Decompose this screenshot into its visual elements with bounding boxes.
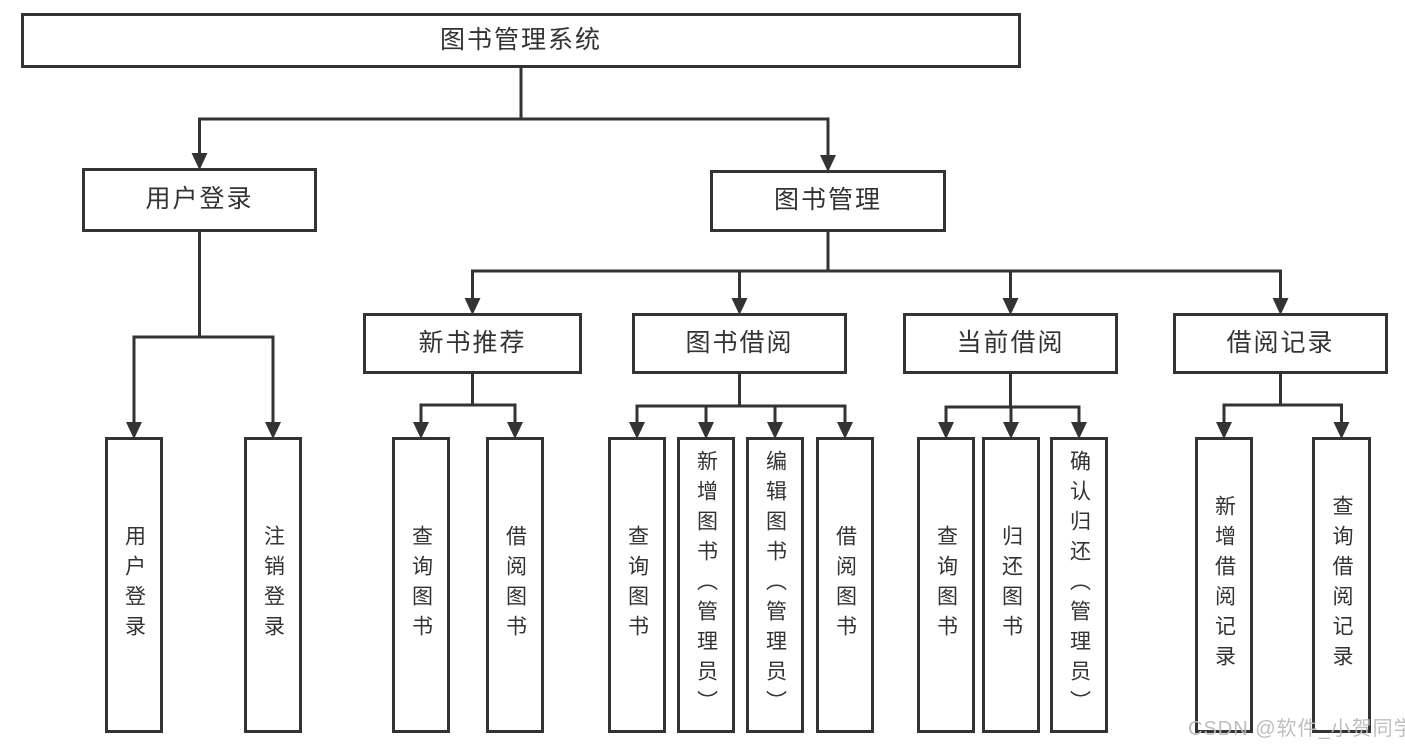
node-bb-edit-label: 编辑图书（管理员） [763,450,787,720]
connector-borrow-records [1216,372,1350,439]
node-nb-borrow-label: 借阅图书 [503,525,527,645]
node-root: 图书管理系统 [21,13,1021,68]
connector-user-login [126,230,281,439]
connector-line [419,372,517,424]
node-borrow-records: 借阅记录 [1173,313,1388,374]
connector-book-borrow [629,372,853,439]
node-book-borrow-label: 图书借阅 [685,328,794,357]
node-root-label: 图书管理系统 [439,25,602,54]
node-ul-login-label: 用户登录 [122,525,146,645]
connector-current-borrow [938,372,1087,439]
connector-book-mgmt [464,230,1289,315]
node-cb-confirm-label: 确认归还（管理员） [1067,450,1091,720]
connector-line [1222,372,1343,424]
node-book-borrow: 图书借阅 [632,313,847,374]
node-new-book-label: 新书推荐 [418,328,527,357]
node-cb-confirm: 确认归还（管理员） [1050,437,1108,733]
node-cb-return: 归还图书 [982,437,1040,733]
node-nb-query-label: 查询图书 [409,525,433,645]
node-bb-add-label: 新增图书（管理员） [694,450,718,720]
node-ul-logout: 注销登录 [244,437,302,733]
node-ul-login: 用户登录 [105,437,163,733]
csdn-watermark: CSDN @软件_小贺同学 [1188,718,1405,740]
connector-root [191,66,836,172]
node-nb-query: 查询图书 [392,437,450,733]
node-br-query: 查询借阅记录 [1312,437,1371,733]
connector-line [198,66,830,157]
connector-line [944,372,1081,424]
node-borrow-records-label: 借阅记录 [1226,328,1335,357]
node-bb-edit: 编辑图书（管理员） [746,437,804,733]
node-current-borrow: 当前借阅 [903,313,1118,374]
node-cb-return-label: 归还图书 [999,525,1023,645]
node-bb-query-label: 查询图书 [625,525,649,645]
node-bb-borrow: 借阅图书 [816,437,874,733]
connector-line [132,230,275,424]
node-bb-query: 查询图书 [608,437,666,733]
node-current-borrow-label: 当前借阅 [956,328,1065,357]
node-cb-query: 查询图书 [917,437,975,733]
node-book-mgmt-label: 图书管理 [773,186,882,215]
connector-line [635,372,847,424]
node-bb-add: 新增图书（管理员） [677,437,735,733]
node-br-add: 新增借阅记录 [1195,437,1253,733]
node-book-mgmt: 图书管理 [710,170,946,232]
node-br-add-label: 新增借阅记录 [1212,495,1236,675]
node-cb-query-label: 查询图书 [934,525,958,645]
connector-new-book [413,372,523,439]
connector-line [471,230,1282,300]
node-user-login: 用户登录 [82,168,317,232]
node-bb-borrow-label: 借阅图书 [833,525,857,645]
node-user-login-label: 用户登录 [145,185,254,214]
node-new-book: 新书推荐 [363,313,582,374]
node-ul-logout-label: 注销登录 [261,525,285,645]
node-nb-borrow: 借阅图书 [486,437,544,733]
node-br-query-label: 查询借阅记录 [1330,495,1353,675]
